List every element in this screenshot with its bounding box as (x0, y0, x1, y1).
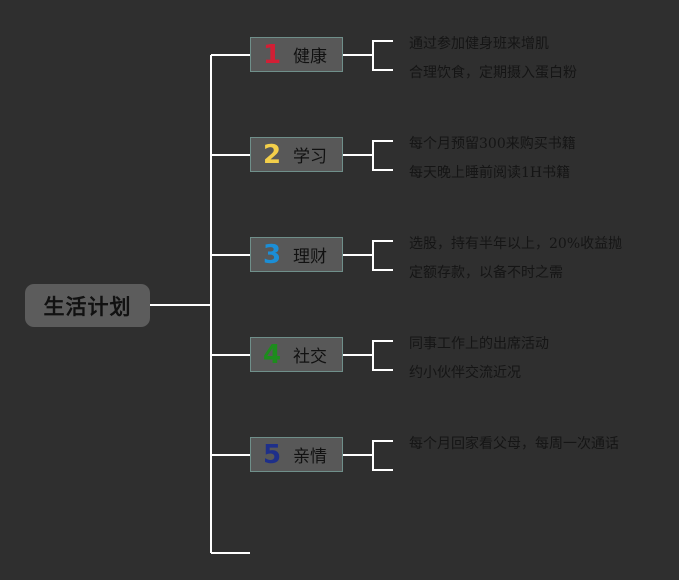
branch-number: 5 (262, 439, 282, 470)
branch-number: 2 (262, 139, 282, 170)
branch-node-family[interactable]: 5 亲情 (250, 437, 343, 472)
leaf-node[interactable]: 每天晚上睡前阅读1H书籍 (409, 165, 571, 181)
leaf-node[interactable]: 选股，持有半年以上，20%收益抛 (409, 236, 623, 252)
branch-label: 健康 (293, 47, 327, 67)
branch-number: 4 (262, 339, 282, 370)
branch-label: 学习 (293, 147, 327, 167)
leaf-node[interactable]: 同事工作上的出席活动 (409, 336, 549, 352)
branch-number: 1 (262, 39, 282, 70)
leaf-node[interactable]: 约小伙伴交流近况 (409, 365, 521, 381)
leaf-node[interactable]: 合理饮食，定期摄入蛋白粉 (409, 65, 577, 81)
branch-number: 3 (262, 239, 282, 270)
branch-node-study[interactable]: 2 学习 (250, 137, 343, 172)
branch-label: 亲情 (293, 447, 327, 467)
branch-label: 社交 (293, 347, 327, 367)
branch-node-health[interactable]: 1 健康 (250, 37, 343, 72)
branch-node-finance[interactable]: 3 理财 (250, 237, 343, 272)
leaf-node[interactable]: 每个月回家看父母，每周一次通话 (409, 436, 619, 452)
branch-node-social[interactable]: 4 社交 (250, 337, 343, 372)
leaf-node[interactable]: 每个月预留300来购买书籍 (409, 136, 576, 152)
branch-label: 理财 (293, 247, 327, 267)
leaf-node[interactable]: 通过参加健身班来增肌 (409, 36, 549, 52)
root-label: 生活计划 (43, 294, 132, 319)
leaf-node[interactable]: 定额存款，以备不时之需 (409, 265, 563, 281)
root-node[interactable]: 生活计划 (25, 284, 150, 327)
